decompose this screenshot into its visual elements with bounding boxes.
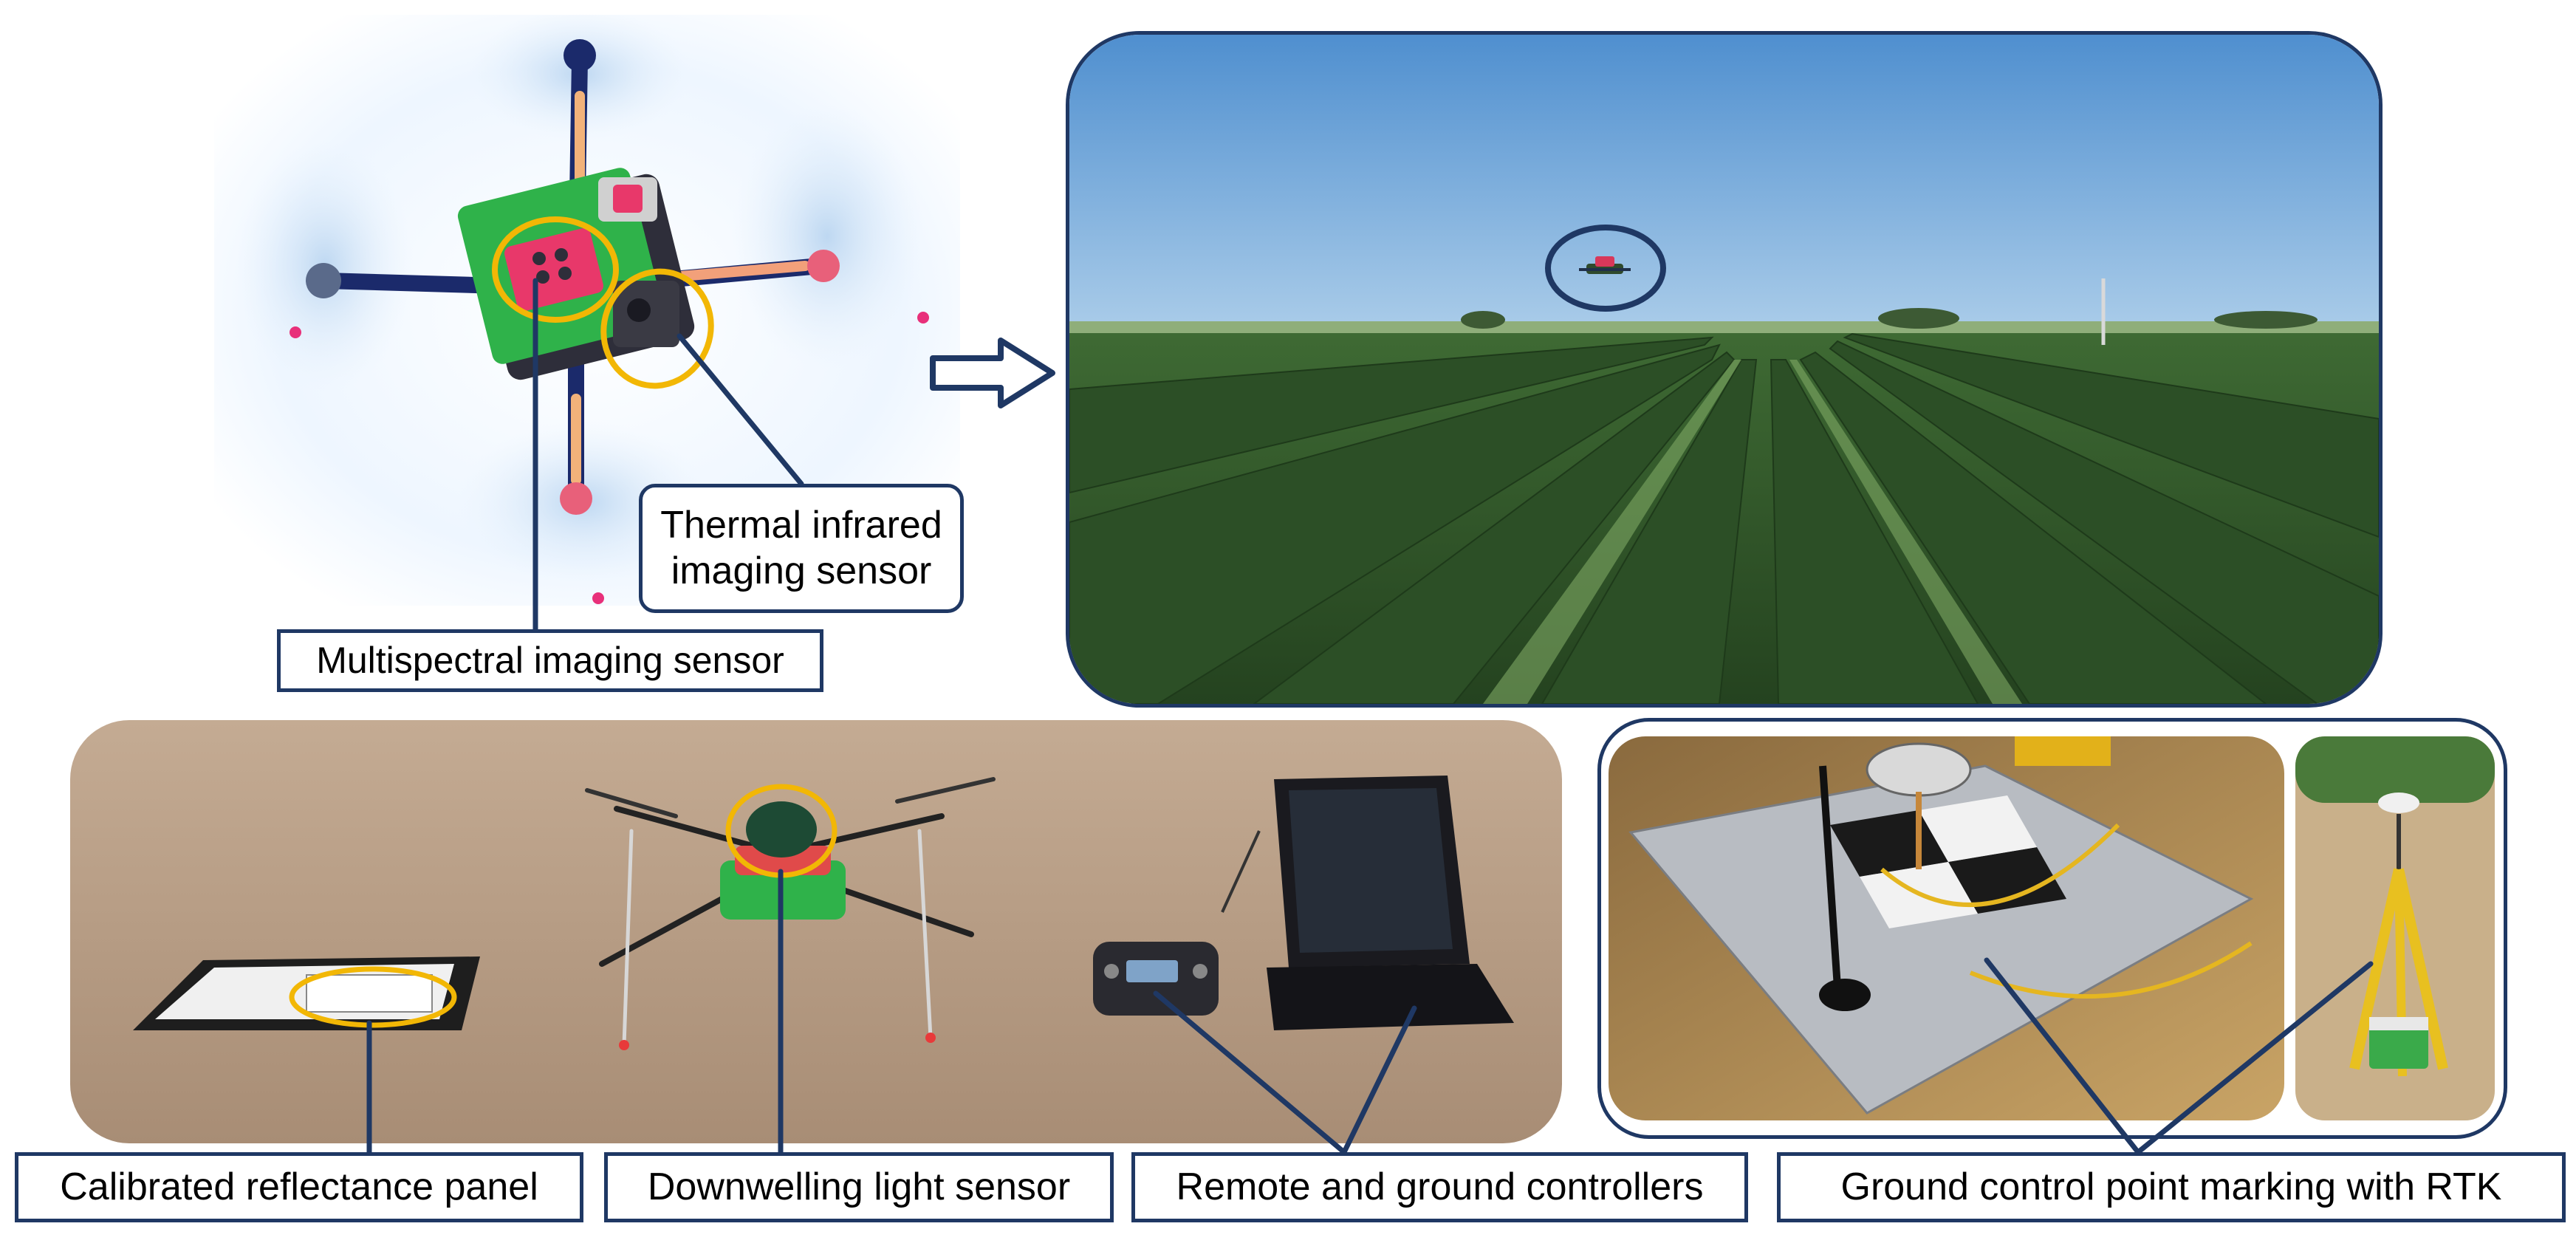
motor-bottom xyxy=(560,482,592,515)
ground-equipment-photo xyxy=(70,720,1562,1143)
motor-right xyxy=(807,250,840,282)
gcp-aluminum-plate xyxy=(1628,764,2254,1115)
calibrated-panel-label: Calibrated reflectance panel xyxy=(15,1152,583,1222)
gcp-rtk-photo-frame xyxy=(1597,718,2507,1139)
hollow-right-arrow-icon xyxy=(930,338,1055,408)
gcp-rtk-label: Ground control point marking with RTK xyxy=(1777,1152,2566,1222)
orchard-rows xyxy=(1069,332,2379,704)
row-path-strips xyxy=(1483,360,2022,704)
thermal-sensor-label: Thermal infrared imaging sensor xyxy=(639,484,964,613)
multispectral-sensor-ring xyxy=(492,216,619,323)
remote-controller xyxy=(1093,942,1219,1016)
horizon-strip xyxy=(1069,321,2379,333)
multispectral-sensor-label: Multispectral imaging sensor xyxy=(277,629,823,692)
reflectance-panel-ring xyxy=(289,966,457,1028)
gcp-plate-photo xyxy=(1609,736,2284,1120)
orchard-field-photo xyxy=(1066,31,2383,708)
prop-blur-right xyxy=(731,103,923,369)
drone-top-view-photo xyxy=(214,15,960,606)
reflectance-panel xyxy=(133,956,480,1030)
rtk-tripod-photo xyxy=(2295,736,2495,1120)
sky xyxy=(1069,35,2379,330)
motor-top xyxy=(564,39,596,72)
thermal-label-line2: imaging sensor xyxy=(671,549,932,592)
downwelling-sensor-label: Downwelling light sensor xyxy=(604,1152,1114,1222)
drone-marker-ring xyxy=(1545,225,1666,312)
flying-drone xyxy=(1579,256,1631,274)
thermal-label-line1: Thermal infrared xyxy=(660,504,942,547)
controllers-label: Remote and ground controllers xyxy=(1131,1152,1748,1222)
motor-left xyxy=(306,263,341,298)
ground-laptop xyxy=(1221,776,1514,1030)
